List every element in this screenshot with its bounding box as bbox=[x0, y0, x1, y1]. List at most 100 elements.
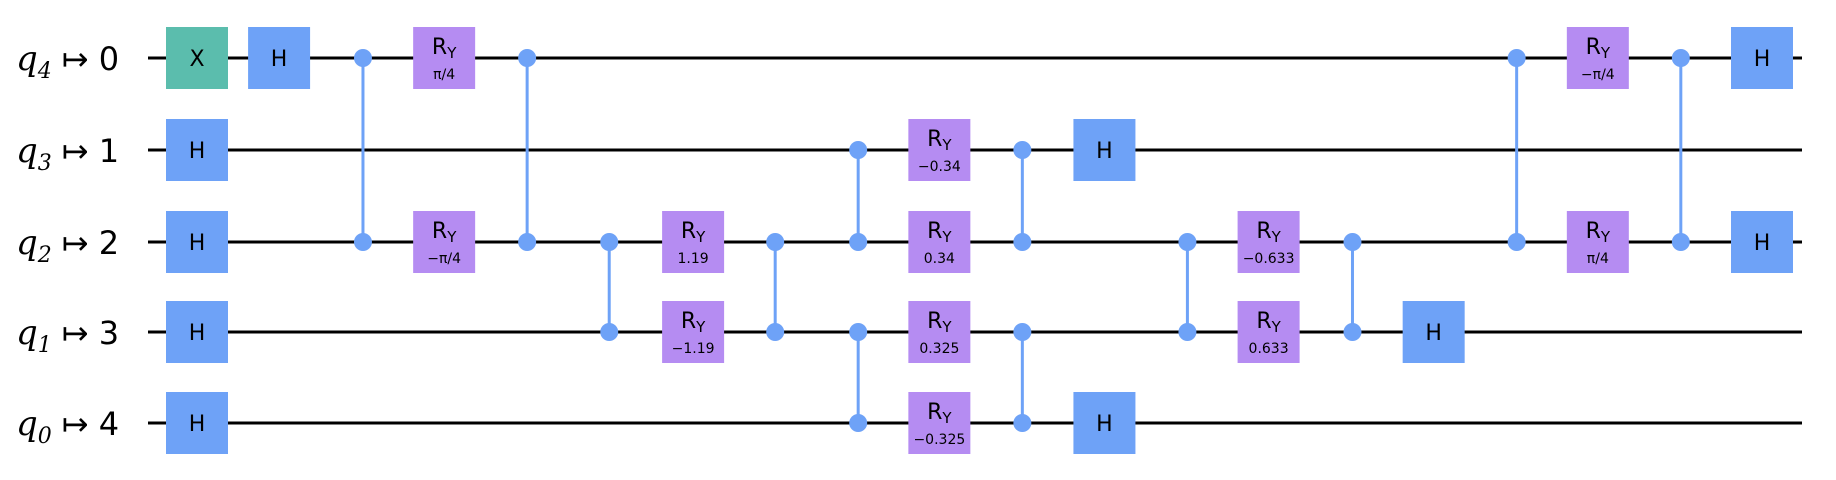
qubit-symbol: q bbox=[16, 131, 38, 171]
cz-control-dot bbox=[353, 49, 372, 67]
cz-control-dot bbox=[1178, 233, 1197, 251]
cz-gate-5 bbox=[849, 323, 868, 432]
gate-parameter: −π/4 bbox=[427, 251, 461, 267]
cz-gate-8 bbox=[1178, 233, 1197, 341]
cz-control-dot bbox=[1013, 141, 1032, 159]
cz-control-dot bbox=[1178, 323, 1197, 341]
qubit-index: 3 bbox=[38, 151, 52, 176]
h-gate-1: H bbox=[166, 119, 228, 181]
gate-parameter: 0.325 bbox=[919, 341, 959, 357]
h-gate-3: H bbox=[166, 301, 228, 363]
x-gate-0: X bbox=[166, 27, 228, 89]
gate-box bbox=[166, 119, 228, 181]
gate-box bbox=[166, 211, 228, 273]
ry-gate-8: RY1.19 bbox=[662, 211, 725, 273]
gate-label: RY bbox=[927, 309, 952, 336]
gate-box bbox=[166, 27, 228, 89]
cz-control-dot bbox=[518, 233, 537, 251]
gate-box bbox=[413, 211, 476, 273]
ry-gate-10: RY−0.34 bbox=[908, 119, 971, 181]
gate-label: H bbox=[1096, 139, 1113, 164]
gate-box bbox=[908, 211, 971, 273]
qubit-label-2: q2↦ 2 bbox=[16, 223, 119, 268]
qubit-mapping: ↦ 3 bbox=[62, 314, 119, 352]
cz-gate-10 bbox=[1507, 49, 1526, 251]
ry-gate-11: RY0.34 bbox=[908, 211, 971, 273]
gate-label: H bbox=[189, 412, 206, 437]
gate-parameter: −1.19 bbox=[672, 341, 715, 357]
cz-control-dot bbox=[766, 323, 785, 341]
gate-box bbox=[1566, 211, 1629, 273]
ry-gate-7: RY −π/4 bbox=[413, 211, 476, 273]
gate-box bbox=[908, 301, 971, 363]
qubit-index: 0 bbox=[38, 424, 52, 449]
wires-layer bbox=[148, 56, 1802, 425]
cz-control-dot bbox=[1343, 233, 1362, 251]
qubit-label-3: q1↦ 3 bbox=[16, 313, 119, 358]
gate-label: H bbox=[271, 47, 288, 72]
h-gate-22: H bbox=[1731, 211, 1793, 273]
gate-box bbox=[1731, 211, 1793, 273]
gate-box bbox=[1237, 211, 1300, 273]
gate-label: RY bbox=[681, 309, 706, 336]
gate-box bbox=[1073, 119, 1136, 181]
gate-box bbox=[1237, 301, 1300, 363]
gate-parameter: −0.325 bbox=[913, 432, 965, 448]
gate-label: RY bbox=[1586, 35, 1611, 62]
ry-gate-9: RY −1.19 bbox=[662, 301, 725, 363]
gate-label: RY bbox=[927, 127, 952, 154]
cz-gate-3 bbox=[766, 233, 785, 341]
qubit-index: 4 bbox=[37, 59, 52, 84]
cz-gate-7 bbox=[1013, 323, 1032, 432]
qubit-symbol: q bbox=[16, 39, 38, 79]
gate-parameter: π/4 bbox=[433, 67, 455, 83]
cz-gate-4 bbox=[849, 141, 868, 251]
gate-box bbox=[166, 392, 228, 454]
gate-parameter: 0.633 bbox=[1249, 341, 1289, 357]
ry-gate-19: RY −π/4 bbox=[1566, 27, 1629, 89]
gate-box bbox=[1731, 27, 1793, 89]
gate-box bbox=[908, 392, 971, 454]
gate-label: H bbox=[189, 139, 206, 164]
cz-control-dot bbox=[849, 414, 868, 432]
cz-control-dot bbox=[1343, 323, 1362, 341]
gate-box bbox=[908, 119, 971, 181]
gate-parameter: 1.19 bbox=[678, 251, 709, 267]
gate-label: RY bbox=[927, 219, 952, 246]
ry-gate-6: RY π/4 bbox=[413, 27, 476, 89]
qubit-index: 2 bbox=[37, 243, 52, 268]
h-gate-21: H bbox=[1731, 27, 1793, 89]
h-gate-18: H bbox=[1402, 301, 1465, 363]
gate-parameter: −π/4 bbox=[1581, 67, 1615, 83]
gate-label: RY bbox=[432, 219, 457, 246]
h-gate-14: H bbox=[1073, 119, 1136, 181]
gate-parameter: π/4 bbox=[1587, 251, 1609, 267]
cz-control-dot bbox=[1671, 49, 1690, 67]
ry-gate-17: RY 0.633 bbox=[1237, 301, 1300, 363]
qubit-mapping: ↦ 4 bbox=[62, 405, 119, 443]
cz-control-dot bbox=[1013, 414, 1032, 432]
gate-label: RY bbox=[927, 400, 952, 427]
cz-gate-2 bbox=[600, 233, 619, 341]
gate-label: H bbox=[189, 321, 206, 346]
cz-gate-9 bbox=[1343, 233, 1362, 341]
qubit-symbol: q bbox=[16, 313, 38, 353]
cz-gate-11 bbox=[1671, 49, 1690, 251]
cz-control-dot bbox=[353, 233, 372, 251]
qubit-label-1: q3 ↦ 1 bbox=[16, 131, 119, 176]
cz-control-dot bbox=[1507, 49, 1526, 67]
gate-label: X bbox=[189, 47, 204, 72]
ry-gate-20: RYπ/4 bbox=[1566, 211, 1629, 273]
gate-label: RY bbox=[432, 35, 457, 62]
qubit-mapping: ↦ 1 bbox=[62, 132, 119, 170]
gate-box bbox=[413, 27, 476, 89]
gate-box bbox=[1566, 27, 1629, 89]
cz-control-dot bbox=[1013, 323, 1032, 341]
cz-gate-1 bbox=[518, 49, 537, 251]
qubit-labels-layer: q4↦ 0q3↦ 1q2↦ 2q1↦ 3q0↦ 4 bbox=[16, 39, 119, 449]
gate-box bbox=[662, 211, 725, 273]
gate-label: RY bbox=[1256, 309, 1281, 336]
qubit-label-0: q4↦ 0 bbox=[16, 39, 119, 84]
gate-label: H bbox=[1754, 47, 1771, 72]
